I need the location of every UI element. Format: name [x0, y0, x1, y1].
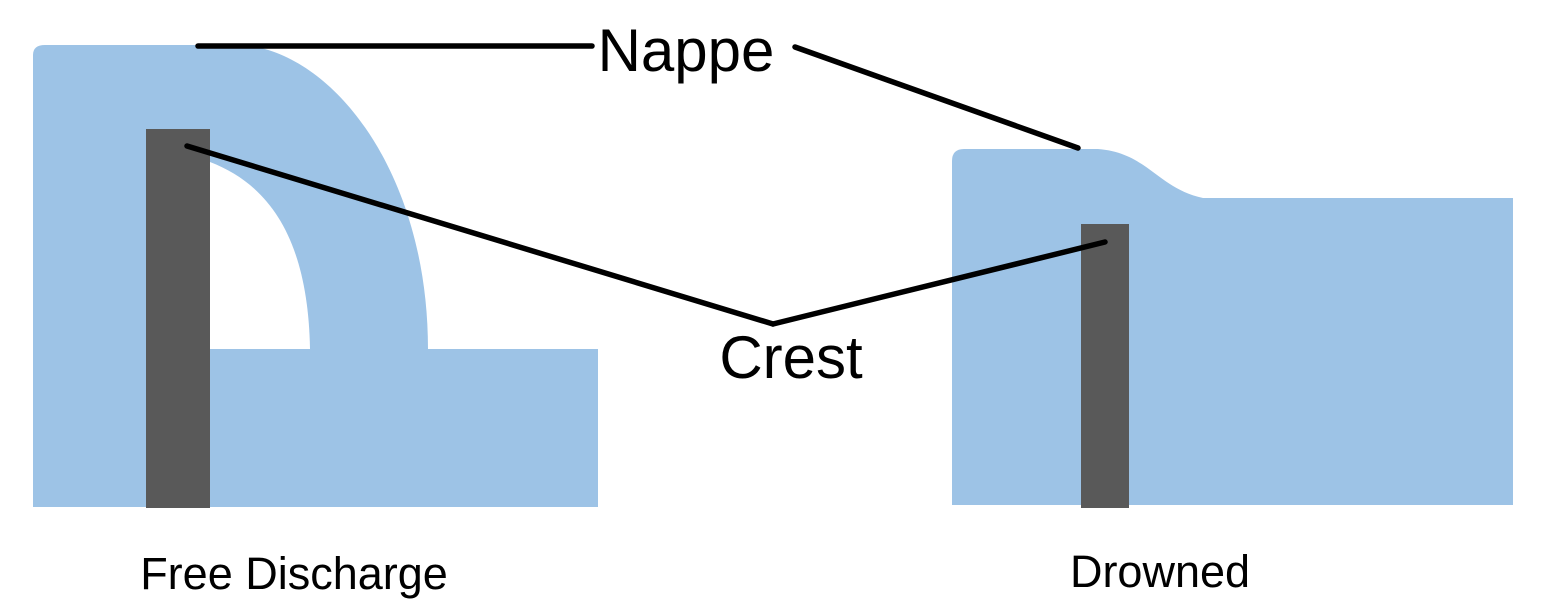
- weir-wall-right: [1081, 224, 1129, 508]
- text-labels: Nappe Crest Free Discharge Drowned: [140, 17, 1250, 599]
- drowned-caption: Drowned: [1070, 546, 1250, 597]
- water-drowned: [952, 149, 1513, 505]
- free-discharge-caption: Free Discharge: [140, 548, 448, 599]
- nappe-pointer-right: [792, 44, 1081, 151]
- weir-wall-left: [146, 129, 210, 508]
- drowned-panel: [952, 149, 1513, 508]
- nappe-label: Nappe: [598, 17, 775, 84]
- nappe-air-pocket: [210, 162, 310, 349]
- crest-pointer-left: [184, 143, 776, 327]
- crest-label: Crest: [719, 324, 863, 391]
- free-discharge-panel: [33, 45, 598, 508]
- water-free-discharge: [33, 45, 598, 507]
- callout-lines: [184, 43, 1108, 327]
- crest-pointer-right: [770, 239, 1108, 327]
